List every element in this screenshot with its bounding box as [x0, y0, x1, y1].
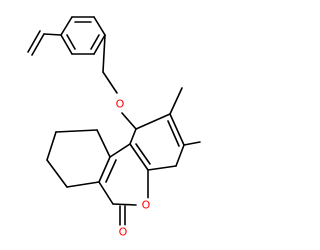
benzo-ring-bond: [175, 144, 185, 167]
vinyl-double-bond-b: [31, 33, 45, 56]
benzo-ring-bond: [135, 113, 171, 130]
vinyl-group: [27, 30, 62, 56]
carbonyl-oxygen-label: O: [119, 226, 128, 239]
pyranone-ring-bond: [98, 156, 111, 183]
benzyl-ether-linkage: [102, 34, 137, 130]
ch2-to-oxygen-bond: [102, 71, 118, 94]
ring-oxygen-label: O: [142, 199, 151, 212]
ether-oxygen-atom: O: [113, 97, 127, 111]
benzyl-ring-inner-bond: [66, 34, 76, 50]
ether-oxygen-label: O: [116, 98, 125, 111]
cyclopentane-ring: [46, 129, 111, 188]
benzyl-ring-bond: [60, 16, 73, 36]
pyranone-ring-bond: [112, 203, 137, 206]
cyclopentane-ring-bond: [55, 129, 98, 133]
methyl-bond: [183, 141, 201, 146]
benzyl-ring-bond: [93, 34, 106, 55]
oxygen-to-aryl-bond: [121, 112, 137, 130]
benzo-ring-bond: [147, 165, 177, 171]
ring-oxygen-atom: O: [139, 198, 153, 212]
pyranone-ring-bond: [98, 181, 114, 205]
cyclopentane-ring-bond: [66, 181, 100, 188]
vinyl-to-ring-bond: [43, 33, 62, 36]
benzyl-ring: [60, 16, 106, 55]
structure-canvas: O O O: [27, 16, 201, 239]
benzo-ring-bond: [129, 143, 149, 171]
carbonyl-oxygen-atom: O: [116, 225, 130, 239]
cyclopentane-ring-bond: [96, 129, 111, 158]
pyranone-ring-inner-bond: [105, 159, 117, 183]
pyranone-ring: [98, 143, 149, 226]
benzo-ring-bond: [169, 113, 185, 146]
molecule-structure: O O O: [27, 16, 201, 239]
methyl-bond: [169, 87, 183, 115]
ring-to-ch2-bond: [102, 34, 106, 73]
cyclopentane-ring-bond: [46, 159, 68, 188]
benzo-ring-inner-bond: [135, 143, 151, 165]
benzo-ring-bond: [129, 128, 137, 145]
cyclopentane-ring-bond: [46, 131, 57, 161]
benzo-ring: [129, 87, 201, 171]
benzyl-ring-bond: [93, 16, 106, 36]
pyranone-ring-bond: [109, 143, 131, 158]
benzo-ring-inner-bond: [167, 120, 180, 147]
vinyl-double-bond-a: [27, 30, 41, 53]
benzyl-ring-inner-bond: [90, 34, 100, 50]
benzyl-ring-bond: [60, 34, 73, 55]
